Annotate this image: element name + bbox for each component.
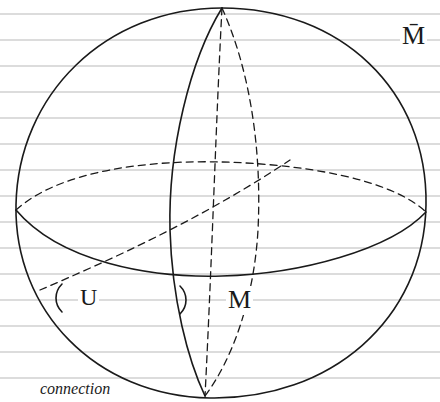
equator-back	[16, 162, 426, 212]
meridian-back	[205, 8, 259, 396]
meridian-middle	[205, 8, 222, 396]
bracket	[56, 284, 62, 312]
bracket	[180, 286, 186, 314]
manifold-closure-label: M̄	[400, 22, 427, 51]
diagonal-line	[40, 160, 290, 290]
equator-front	[16, 210, 426, 276]
meridian-front	[170, 8, 222, 396]
note-text: connection	[38, 380, 112, 398]
manifold-label: M	[226, 286, 253, 315]
sphere-outline	[16, 8, 426, 398]
open-set-label: U	[78, 284, 99, 310]
